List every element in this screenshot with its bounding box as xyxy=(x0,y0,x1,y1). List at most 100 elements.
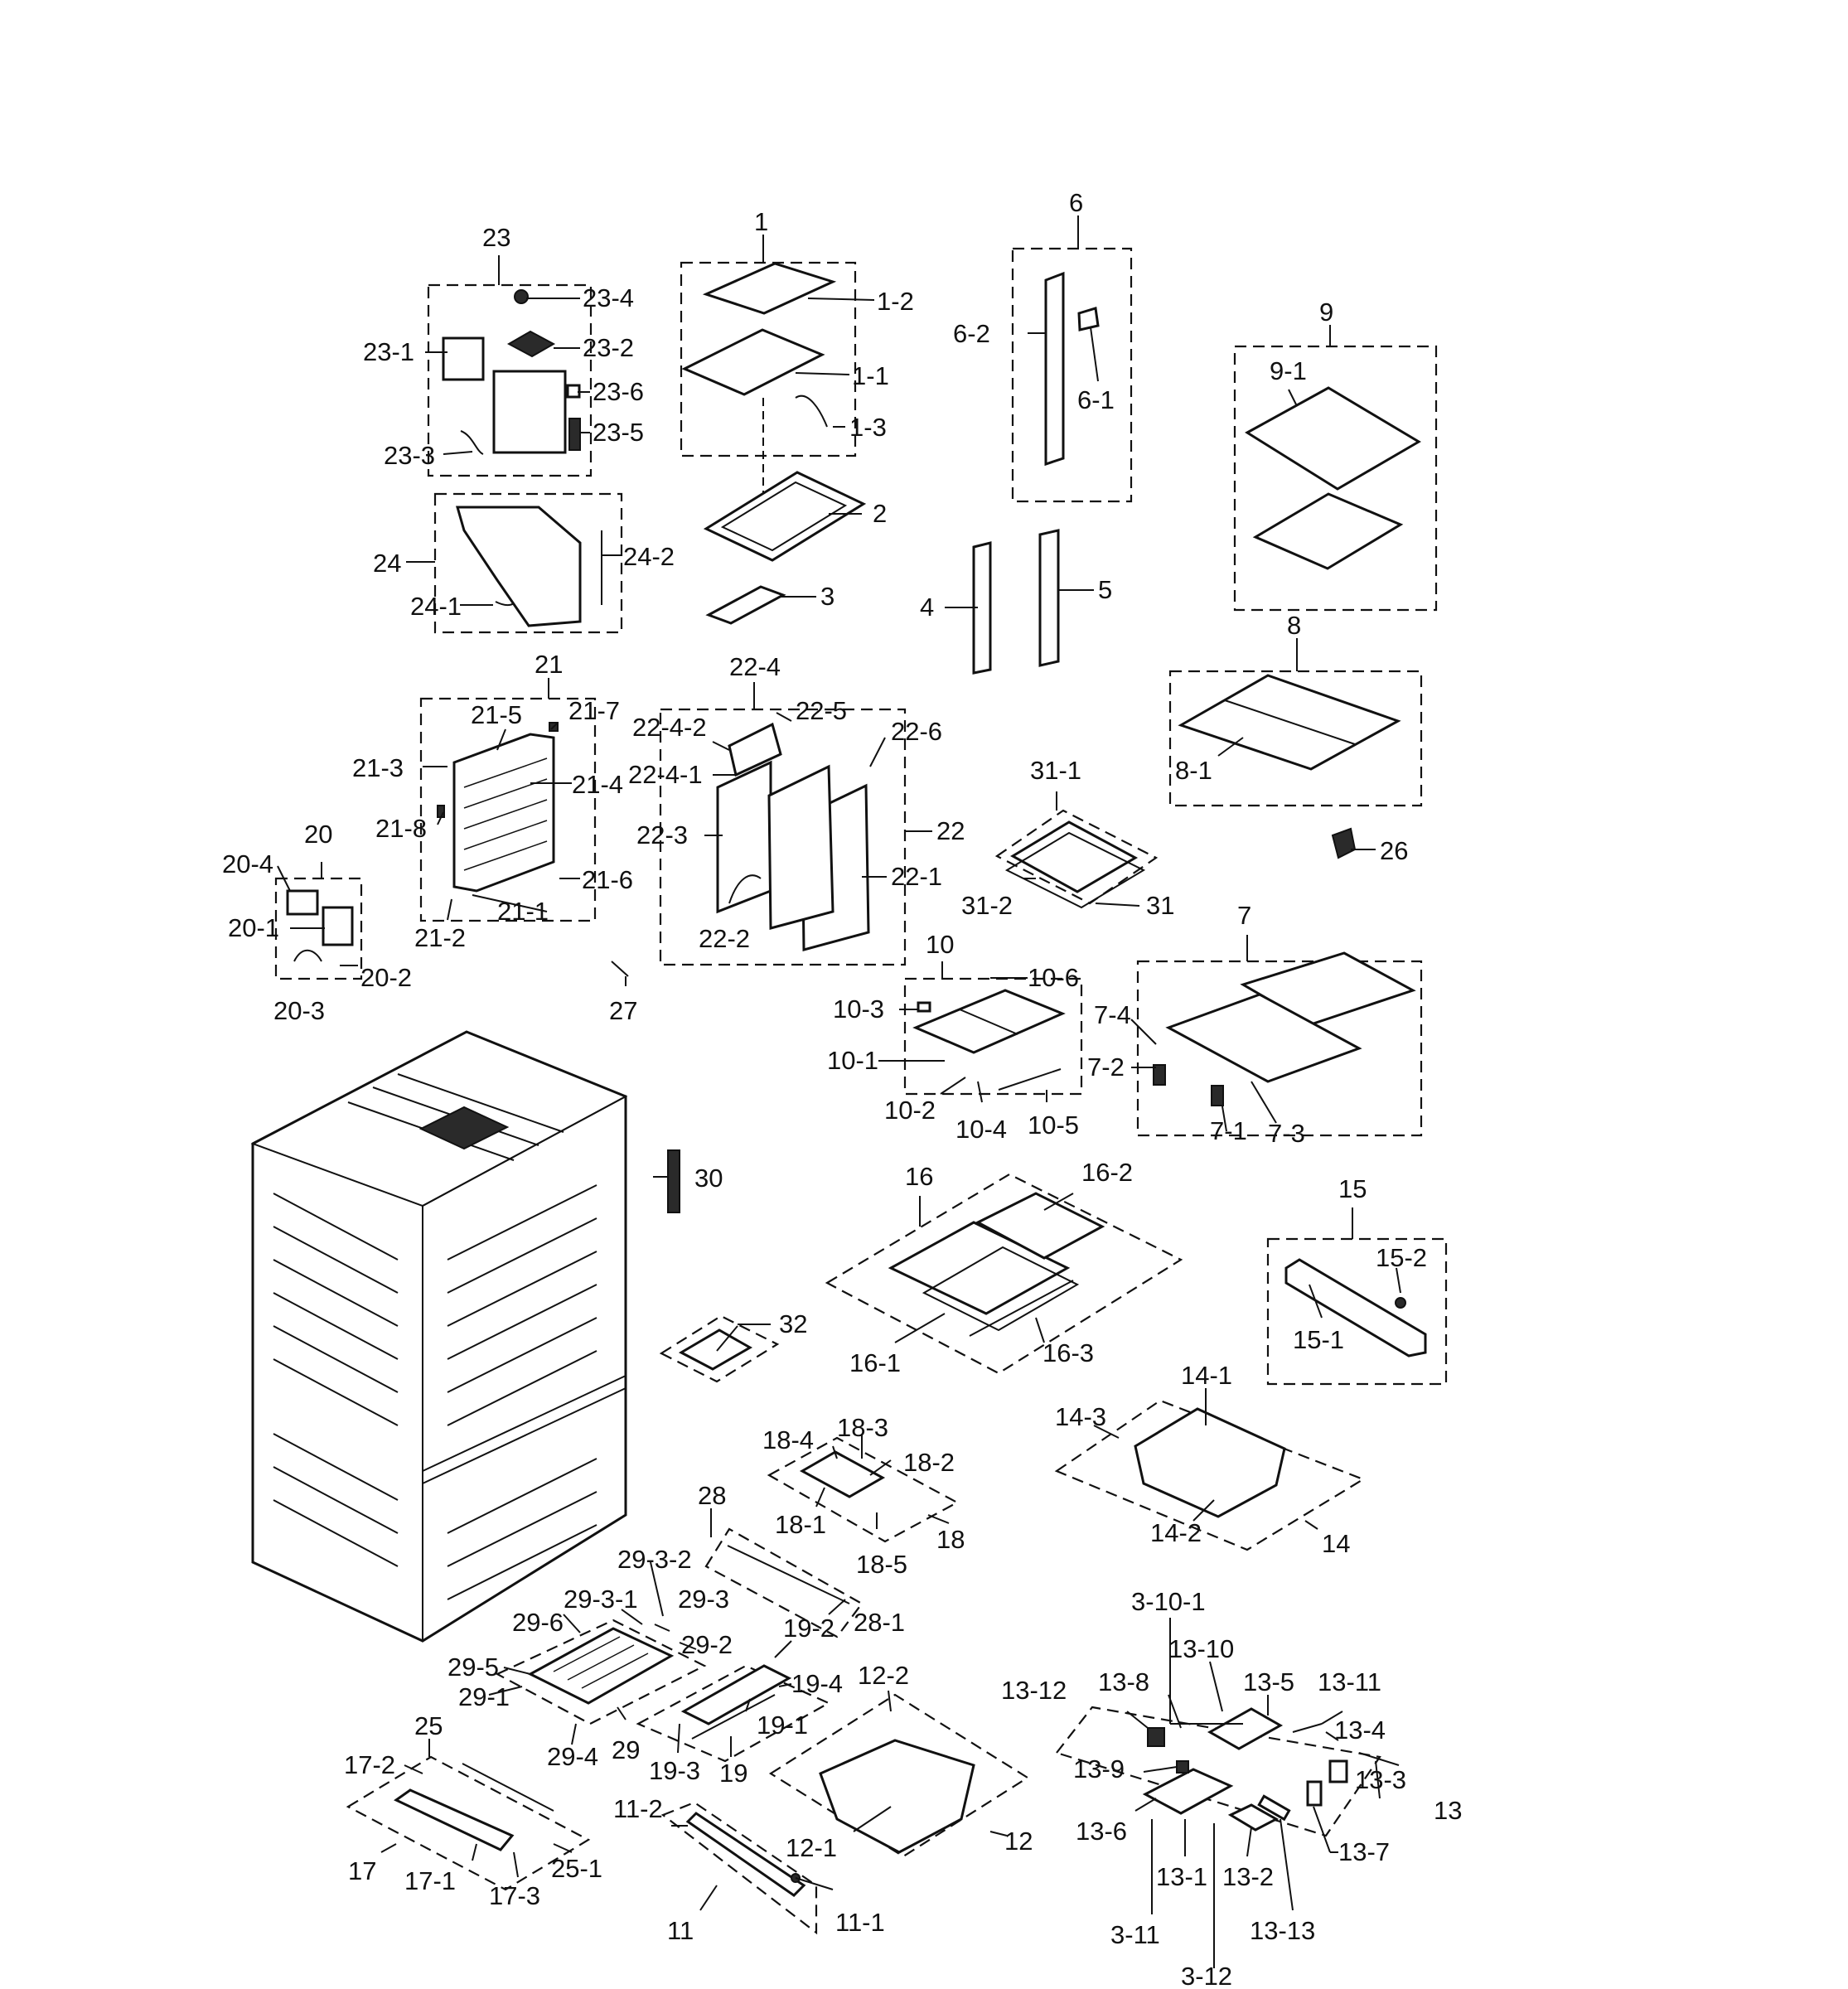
label-29-2: 29-2 xyxy=(681,1630,733,1659)
label-22-4: 22-4 xyxy=(729,652,781,681)
part-29-tray xyxy=(527,1627,675,1705)
label-10-2: 10-2 xyxy=(884,1096,936,1125)
part-20-1-heater xyxy=(322,906,354,946)
group-box-29 xyxy=(495,1619,707,1725)
group-box-24 xyxy=(433,492,623,634)
label-29-3-2: 29-3-2 xyxy=(617,1545,692,1574)
part-7-2-bracket xyxy=(1153,1064,1166,1086)
label-23-3: 23-3 xyxy=(384,441,435,470)
label-1-2: 1-2 xyxy=(877,287,914,316)
label-25: 25 xyxy=(414,1711,443,1740)
label-22-3: 22-3 xyxy=(636,820,688,849)
label-26: 26 xyxy=(1380,836,1408,865)
label-21-8: 21-8 xyxy=(375,814,427,843)
label-13-6: 13-6 xyxy=(1076,1817,1127,1846)
part-2-frame xyxy=(703,471,867,562)
part-23-2-filter xyxy=(506,330,556,358)
label-13-9: 13-9 xyxy=(1073,1754,1125,1783)
label-2: 2 xyxy=(873,499,887,528)
part-13-13-tab xyxy=(1257,1794,1291,1822)
part-3-block xyxy=(705,585,786,625)
group-box-7 xyxy=(1136,960,1423,1137)
label-7: 7 xyxy=(1237,901,1251,930)
label-29-5: 29-5 xyxy=(447,1653,499,1682)
label-19-4: 19-4 xyxy=(791,1669,843,1698)
part-6-1-bracket xyxy=(1077,307,1100,332)
part-9-1-shelf xyxy=(1245,386,1421,491)
label-21: 21 xyxy=(535,650,563,679)
label-22-6: 22-6 xyxy=(891,717,942,746)
label-24: 24 xyxy=(373,549,401,578)
part-10-3-tab xyxy=(917,1001,931,1013)
label-1-1: 1-1 xyxy=(852,361,889,390)
label-7-2: 7-2 xyxy=(1087,1053,1125,1082)
label-13-10: 13-10 xyxy=(1168,1634,1234,1663)
label-11-1: 11-1 xyxy=(835,1908,885,1937)
label-15: 15 xyxy=(1338,1174,1367,1203)
label-20: 20 xyxy=(304,820,332,849)
part-11-panel xyxy=(685,1812,806,1897)
label-4: 4 xyxy=(920,593,934,622)
group-box-20 xyxy=(274,877,363,980)
label-13: 13 xyxy=(1434,1796,1462,1825)
label-13-8: 13-8 xyxy=(1098,1667,1149,1696)
label-22-4-2: 22-4-2 xyxy=(632,713,707,742)
label-8: 8 xyxy=(1287,611,1301,640)
part-14-1-bin xyxy=(1134,1407,1286,1518)
part-23-1-motor xyxy=(442,336,485,381)
part-1-2-plate xyxy=(702,262,837,315)
part-22-3-frame xyxy=(716,760,772,914)
label-11: 11 xyxy=(667,1916,694,1945)
label-25-1: 25-1 xyxy=(551,1854,602,1883)
label-22: 22 xyxy=(936,816,965,845)
label-16-3: 16-3 xyxy=(1043,1338,1094,1367)
label-7-4: 7-4 xyxy=(1094,1000,1131,1029)
label-3-11: 3-11 xyxy=(1110,1920,1160,1949)
label-18-4: 18-4 xyxy=(762,1425,814,1454)
group-box-8 xyxy=(1168,670,1423,807)
group-box-25 xyxy=(346,1755,591,1891)
part-20-4-box xyxy=(286,889,319,916)
label-29-1: 29-1 xyxy=(458,1682,510,1711)
label-19-3: 19-3 xyxy=(649,1756,700,1785)
label-13-7: 13-7 xyxy=(1338,1837,1390,1866)
part-24-bucket xyxy=(456,506,582,627)
label-31-1: 31-1 xyxy=(1030,756,1081,785)
part-22-4-duct xyxy=(728,722,782,777)
part-13-3-clip xyxy=(1328,1759,1348,1783)
label-3-10-1: 3-10-1 xyxy=(1131,1587,1206,1616)
label-18: 18 xyxy=(936,1525,965,1554)
group-box-13 xyxy=(1055,1706,1381,1837)
label-19-1: 19-1 xyxy=(757,1711,808,1740)
label-18-5: 18-5 xyxy=(856,1550,907,1579)
part-1-3-wire xyxy=(795,394,828,428)
label-12-1: 12-1 xyxy=(786,1833,837,1862)
part-20-3-wire xyxy=(293,949,322,962)
label-21-6: 21-6 xyxy=(582,865,633,894)
label-13-13: 13-13 xyxy=(1250,1916,1315,1945)
label-23: 23 xyxy=(482,223,510,252)
label-22-1: 22-1 xyxy=(891,862,942,891)
label-8-1: 8-1 xyxy=(1175,756,1212,785)
group-box-22 xyxy=(659,708,907,966)
label-3: 3 xyxy=(820,582,835,611)
label-23-2: 23-2 xyxy=(583,333,634,362)
label-17-3: 17-3 xyxy=(489,1881,540,1910)
label-13-12: 13-12 xyxy=(1001,1676,1067,1705)
part-21-evaporator xyxy=(452,733,555,893)
label-10-1: 10-1 xyxy=(827,1046,878,1075)
part-7-1-bracket xyxy=(1211,1085,1224,1106)
label-21-2: 21-2 xyxy=(414,923,466,952)
group-box-6 xyxy=(1011,247,1133,503)
label-22-4-1: 22-4-1 xyxy=(628,760,703,789)
label-20-2: 20-2 xyxy=(360,963,412,992)
part-23-4-knob xyxy=(514,289,529,304)
label-24-2: 24-2 xyxy=(623,542,675,571)
label-29-6: 29-6 xyxy=(512,1608,564,1637)
part-23-housing xyxy=(492,370,567,454)
label-1: 1 xyxy=(754,207,768,236)
part-18-panel xyxy=(799,1450,886,1498)
label-18-3: 18-3 xyxy=(837,1413,888,1442)
label-16-1: 16-1 xyxy=(849,1348,901,1377)
